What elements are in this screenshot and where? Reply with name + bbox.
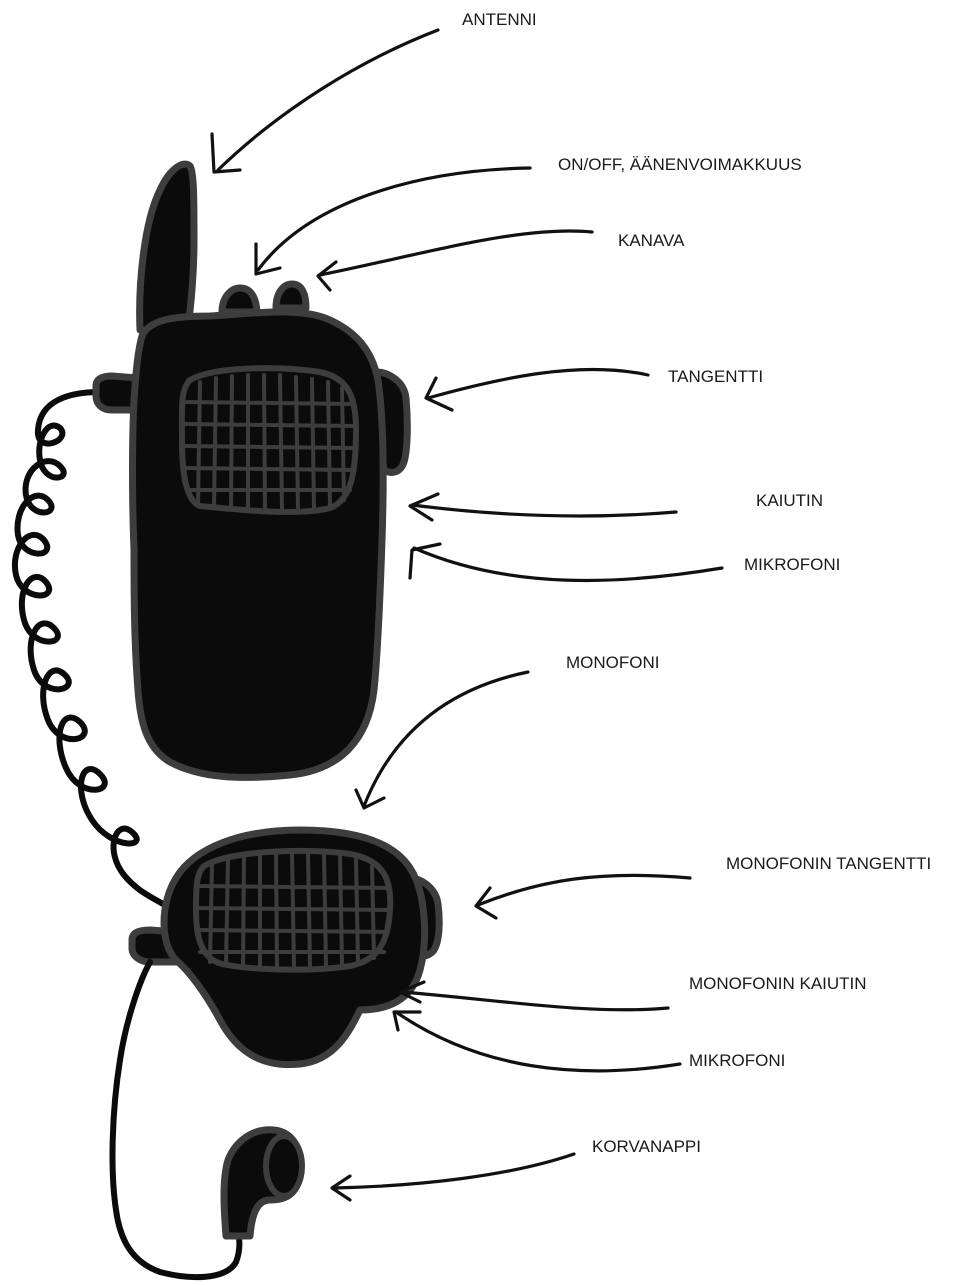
arrow-kanava [320,231,592,275]
label-monofoni: MONOFONI [566,653,660,672]
label-antenni: ANTENNI [462,10,537,29]
label-on-off: ON/OFF, ÄÄNENVOIMAKKUUS [558,155,802,174]
earpiece-bud [266,1136,302,1196]
label-monofonin-tangentti: MONOFONIN TANGENTTI [726,854,931,873]
label-mikrofoni: MIKROFONI [744,555,840,574]
arrow-antenni [218,30,438,170]
label-kanava: KANAVA [618,231,685,250]
arrow-monofoni [364,672,528,806]
volume-knob [222,288,257,312]
arrow-mikrofoni-2 [396,1012,680,1071]
label-tangentti: TANGENTTI [668,367,763,386]
arrow-mikrofoni [414,548,722,580]
label-korvanappi: KORVANAPPI [592,1137,701,1156]
arrow-kaiutin [412,505,676,516]
channel-knob [276,284,306,308]
label-monofonin-kaiutin: MONOFONIN KAIUTIN [689,974,867,993]
antenna [140,164,194,330]
arrow-monofonin-kaiutin [402,992,668,1010]
arrow-on-off [258,168,530,270]
label-kaiutin: KAIUTIN [756,491,823,510]
label-mikrofoni-2: MIKROFONI [689,1051,785,1070]
arrow-monofonin-tangentti [478,875,690,905]
arrow-korvanappi [334,1154,574,1188]
arrow-tangentti [428,369,648,398]
